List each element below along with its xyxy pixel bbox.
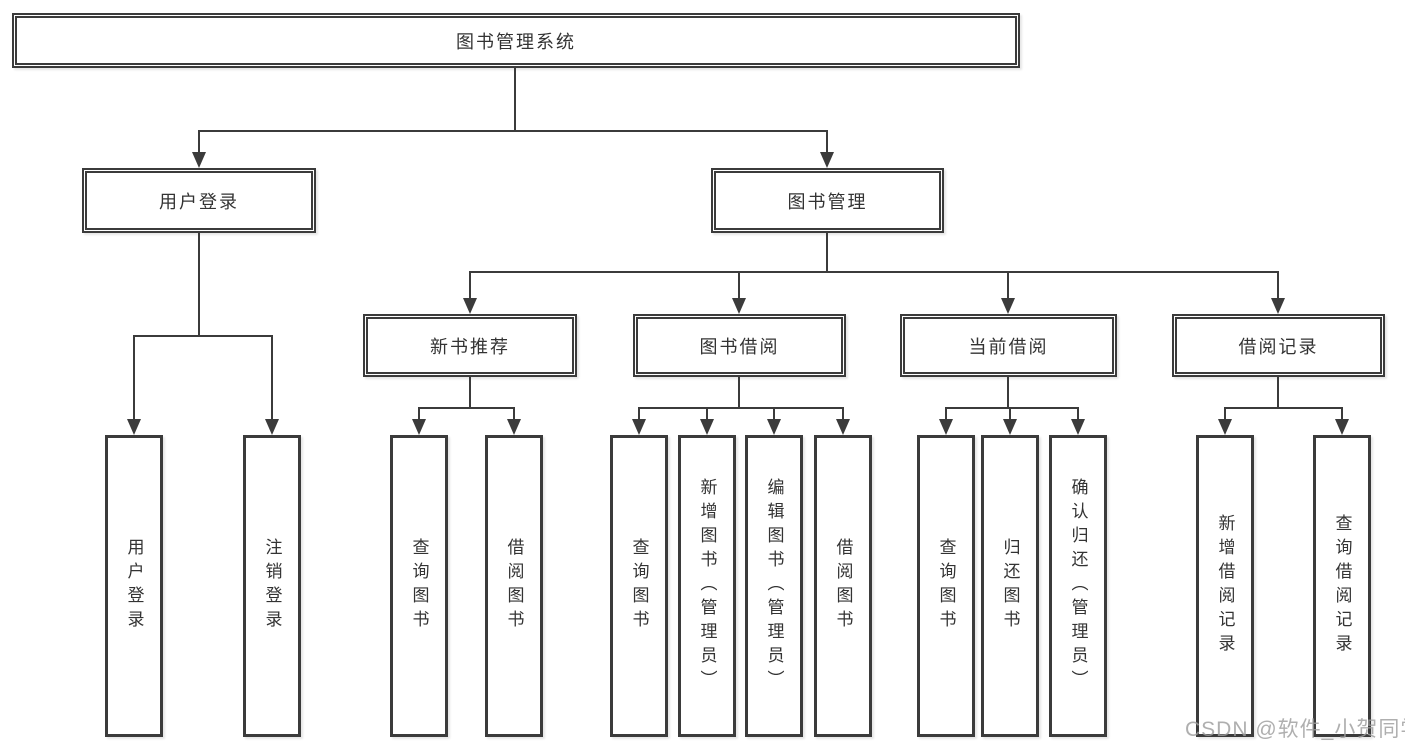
connector-line (1007, 377, 1009, 408)
node-borrowing-records: 借阅记录 (1172, 314, 1385, 377)
node-new-book-recommend: 新书推荐 (363, 314, 577, 377)
connector-line (945, 407, 1079, 409)
connector-line (638, 407, 844, 409)
arrow-down-icon (463, 298, 477, 314)
arrow-down-icon (820, 152, 834, 168)
leaf-borrow-books: 借阅图书 (814, 435, 872, 737)
connector-line (1007, 271, 1009, 298)
connector-line (738, 271, 740, 298)
connector-line (842, 407, 844, 419)
leaf-logout: 注销登录 (243, 435, 301, 737)
connector-line (1009, 407, 1011, 419)
arrow-down-icon (1003, 419, 1017, 435)
leaf-add-borrow-record: 新增借阅记录 (1196, 435, 1254, 737)
leaf-return-books: 归还图书 (981, 435, 1039, 737)
connector-line (638, 407, 640, 419)
node-book-borrowing: 图书借阅 (633, 314, 846, 377)
arrow-down-icon (767, 419, 781, 435)
leaf-add-books-admin: 新增图书（管理员） (678, 435, 736, 737)
connector-line (706, 407, 708, 419)
arrow-down-icon (412, 419, 426, 435)
arrow-down-icon (1271, 298, 1285, 314)
leaf-query-books-borrowing: 查询图书 (610, 435, 668, 737)
connector-line (271, 335, 273, 419)
connector-line (826, 233, 828, 272)
arrow-down-icon (1218, 419, 1232, 435)
arrow-down-icon (507, 419, 521, 435)
arrow-down-icon (265, 419, 279, 435)
node-book-management: 图书管理 (711, 168, 944, 233)
leaf-borrow-books-recommend: 借阅图书 (485, 435, 543, 737)
arrow-down-icon (1335, 419, 1349, 435)
connector-line (1224, 407, 1343, 409)
leaf-edit-books-admin: 编辑图书（管理员） (745, 435, 803, 737)
node-current-borrowing: 当前借阅 (900, 314, 1117, 377)
leaf-query-borrow-record: 查询借阅记录 (1313, 435, 1371, 737)
connector-line (469, 377, 471, 408)
leaf-query-books-recommend: 查询图书 (390, 435, 448, 737)
connector-line (1277, 271, 1279, 298)
connector-line (738, 377, 740, 408)
connector-line (469, 271, 1279, 273)
connector-line (826, 130, 828, 152)
connector-line (513, 407, 515, 419)
node-root-library-system: 图书管理系统 (12, 13, 1020, 68)
node-user-login: 用户登录 (82, 168, 316, 233)
connector-line (1224, 407, 1226, 419)
connector-line (418, 407, 515, 409)
leaf-confirm-return-admin: 确认归还（管理员） (1049, 435, 1107, 737)
arrow-down-icon (732, 298, 746, 314)
csdn-watermark: CSDN @软件_小贺同学 (1185, 718, 1405, 741)
connector-line (133, 335, 135, 419)
arrow-down-icon (836, 419, 850, 435)
arrow-down-icon (1001, 298, 1015, 314)
arrow-down-icon (700, 419, 714, 435)
arrow-down-icon (192, 152, 206, 168)
connector-line (198, 130, 828, 132)
arrow-down-icon (1071, 419, 1085, 435)
arrow-down-icon (127, 419, 141, 435)
connector-line (1277, 377, 1279, 408)
arrow-down-icon (632, 419, 646, 435)
connector-line (469, 271, 471, 298)
connector-line (514, 68, 516, 131)
leaf-query-books-current: 查询图书 (917, 435, 975, 737)
connector-line (198, 233, 200, 336)
leaf-user-login: 用户登录 (105, 435, 163, 737)
connector-line (418, 407, 420, 419)
connector-line (1077, 407, 1079, 419)
connector-line (133, 335, 273, 337)
connector-line (1341, 407, 1343, 419)
connector-line (198, 130, 200, 152)
connector-line (945, 407, 947, 419)
arrow-down-icon (939, 419, 953, 435)
connector-line (773, 407, 775, 419)
